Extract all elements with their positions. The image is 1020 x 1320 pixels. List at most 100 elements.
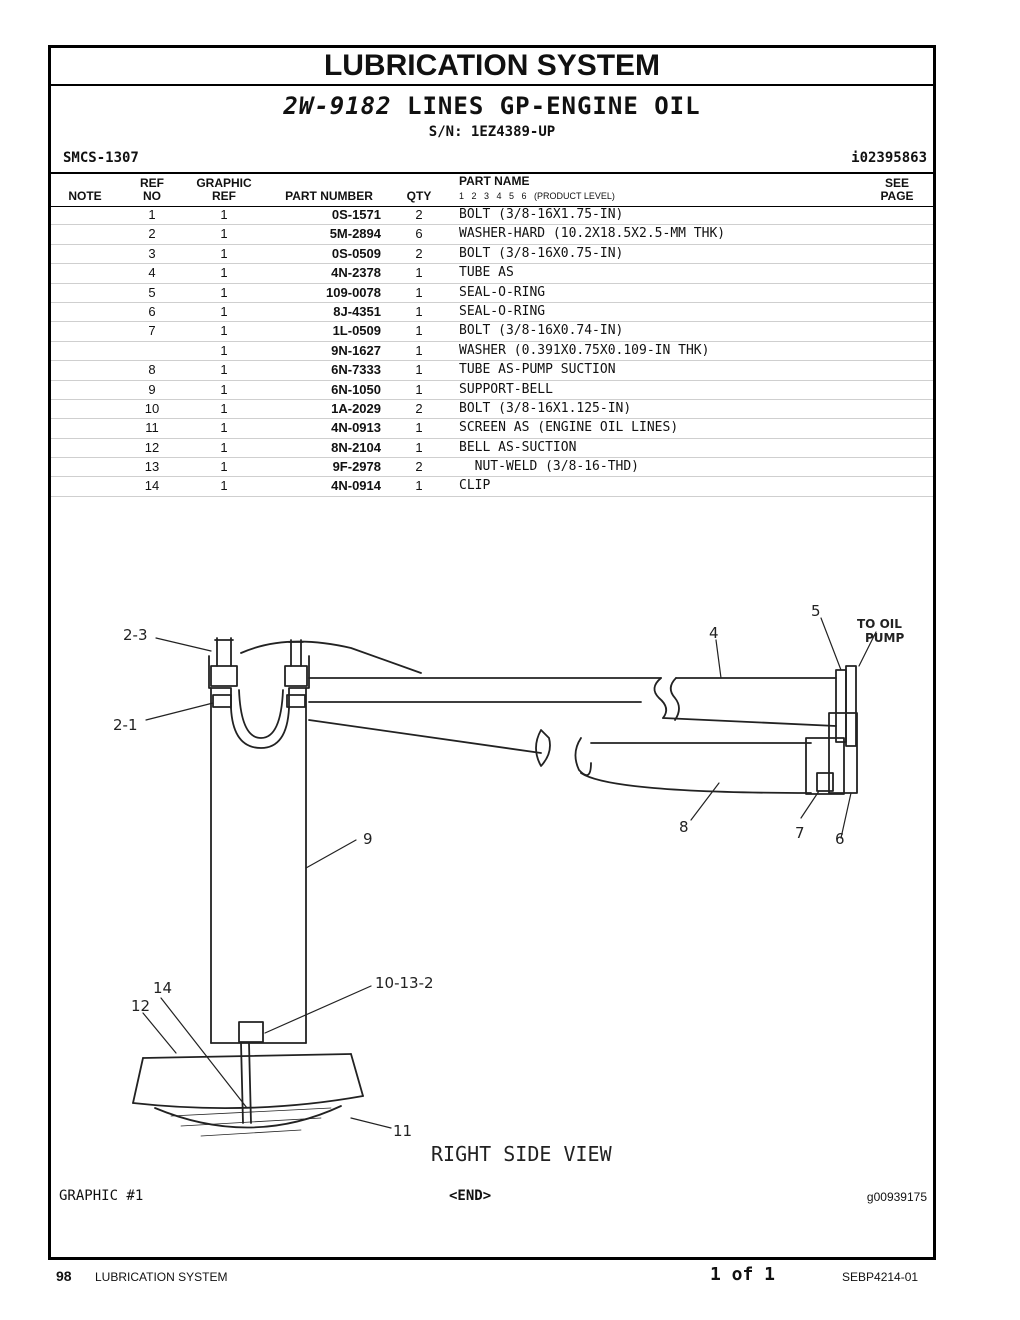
ref-no: 4 bbox=[148, 265, 156, 281]
col-graphic-ref-line2: REF bbox=[212, 189, 236, 203]
parts-page-frame: LUBRICATION SYSTEM 2W-9182 LINES GP-ENGI… bbox=[48, 45, 936, 1260]
graphic-label: GRAPHIC #1 bbox=[59, 1188, 144, 1204]
part-name: WASHER (0.391X0.75X0.109-IN THK) bbox=[459, 342, 710, 358]
lower-tube-break-right bbox=[574, 737, 592, 776]
callout-8: 8 bbox=[679, 818, 689, 836]
bracket-saddle bbox=[230, 707, 290, 749]
view-label: RIGHT SIDE VIEW bbox=[431, 1142, 613, 1166]
lower-flange bbox=[805, 737, 845, 795]
ref-no: 3 bbox=[148, 245, 156, 261]
ref-no: 11 bbox=[145, 420, 159, 436]
qty: 2 bbox=[415, 245, 423, 261]
end-marker: <END> bbox=[449, 1188, 492, 1204]
bolt-shank-left bbox=[214, 637, 234, 667]
part-name: BOLT (3/8-16X0.74-IN) bbox=[459, 323, 624, 339]
graphic-ref: 1 bbox=[220, 400, 228, 416]
part-number: 4N-0914 bbox=[331, 478, 381, 494]
qty: 6 bbox=[415, 226, 423, 242]
part-number: 9N-1627 bbox=[331, 342, 381, 358]
ref-no: 5 bbox=[148, 284, 156, 300]
ref-no: 12 bbox=[144, 439, 160, 455]
qty: 1 bbox=[415, 381, 423, 397]
leader-7 bbox=[800, 790, 820, 819]
callout-2-1: 2-1 bbox=[113, 716, 138, 734]
ref-no: 8 bbox=[148, 362, 156, 378]
qty: 1 bbox=[415, 265, 423, 281]
group-title: 2W-9182 LINES GP-ENGINE OIL bbox=[51, 92, 933, 120]
callout-7: 7 bbox=[795, 824, 805, 842]
callout-pump: PUMP bbox=[865, 631, 904, 645]
leader-2-1 bbox=[145, 702, 214, 721]
part-name: BOLT (3/8-16X1.75-IN) bbox=[459, 207, 624, 222]
graphic-ref: 1 bbox=[220, 245, 228, 261]
callout-5: 5 bbox=[811, 602, 821, 620]
part-name: CLIP bbox=[459, 478, 491, 494]
part-number: 6N-1050 bbox=[331, 381, 381, 397]
col-graphic-ref-line1: GRAPHIC bbox=[196, 176, 252, 190]
graphic-ref: 1 bbox=[220, 478, 228, 494]
col-part-name: PART NAME bbox=[459, 174, 530, 188]
leader-to-oil-pump bbox=[858, 631, 877, 667]
col-product-level: 1 2 3 4 5 6 (PRODUCT LEVEL) bbox=[459, 191, 615, 201]
group-name: LINES GP-ENGINE OIL bbox=[407, 92, 701, 120]
col-ref-no-line1: REF bbox=[140, 176, 164, 190]
bracket-right bbox=[288, 655, 310, 709]
leader-8 bbox=[690, 782, 720, 821]
bracket-saddle-inner bbox=[238, 689, 284, 739]
bolt-head-left bbox=[210, 665, 238, 687]
lower-flange-plate bbox=[828, 712, 858, 794]
part-number: 109-0078 bbox=[326, 284, 381, 300]
callout-14: 14 bbox=[153, 979, 172, 997]
graphic-ref: 1 bbox=[220, 226, 228, 242]
qty: 1 bbox=[415, 323, 423, 339]
system-title: LUBRICATION SYSTEM bbox=[51, 48, 933, 86]
serial-number: S/N: 1EZ4389-UP bbox=[428, 124, 556, 140]
qty: 2 bbox=[415, 207, 423, 222]
graphic-id: g00939175 bbox=[866, 1190, 927, 1204]
leader-11 bbox=[350, 1117, 392, 1129]
page-number: 98 bbox=[56, 1268, 72, 1284]
graphic-ref: 1 bbox=[220, 459, 228, 475]
part-number: 0S-1571 bbox=[331, 207, 381, 222]
ref-no: 6 bbox=[148, 303, 156, 319]
footer-section: LUBRICATION SYSTEM bbox=[95, 1270, 228, 1284]
screen-outline bbox=[154, 1105, 342, 1129]
part-name: SEAL-O-RING bbox=[459, 303, 546, 319]
callout-2-3: 2-3 bbox=[123, 626, 148, 644]
part-number: 5M-2894 bbox=[329, 226, 381, 242]
qty: 2 bbox=[415, 400, 423, 416]
top-seal bbox=[845, 665, 857, 747]
graphic-ref: 1 bbox=[220, 381, 228, 397]
part-number: 1A-2029 bbox=[331, 400, 381, 416]
ref-no: 2 bbox=[148, 226, 156, 242]
lower-tube-break-left bbox=[535, 729, 551, 767]
smcs-code: SMCS-1307 bbox=[63, 150, 139, 166]
bottom-bolt-head bbox=[238, 1021, 264, 1043]
part-number: 8J-4351 bbox=[333, 303, 381, 319]
part-number: 0S-0509 bbox=[331, 245, 381, 261]
part-name: BELL AS-SUCTION bbox=[459, 439, 577, 455]
leader-5 bbox=[820, 617, 842, 671]
bolt-shank-right bbox=[288, 639, 304, 667]
callout-4: 4 bbox=[709, 624, 719, 642]
col-part-number: PART NUMBER bbox=[285, 189, 373, 203]
callout-12: 12 bbox=[131, 997, 150, 1015]
col-ref-no-line2: NO bbox=[143, 189, 161, 203]
graphic-ref: 1 bbox=[220, 362, 228, 378]
lower-tube-upper bbox=[308, 719, 542, 754]
bell-bottom bbox=[132, 1095, 364, 1110]
tube-break-left bbox=[653, 677, 668, 719]
graphic-ref: 1 bbox=[220, 303, 228, 319]
callout-9: 9 bbox=[363, 830, 373, 848]
bell-left bbox=[132, 1057, 144, 1104]
